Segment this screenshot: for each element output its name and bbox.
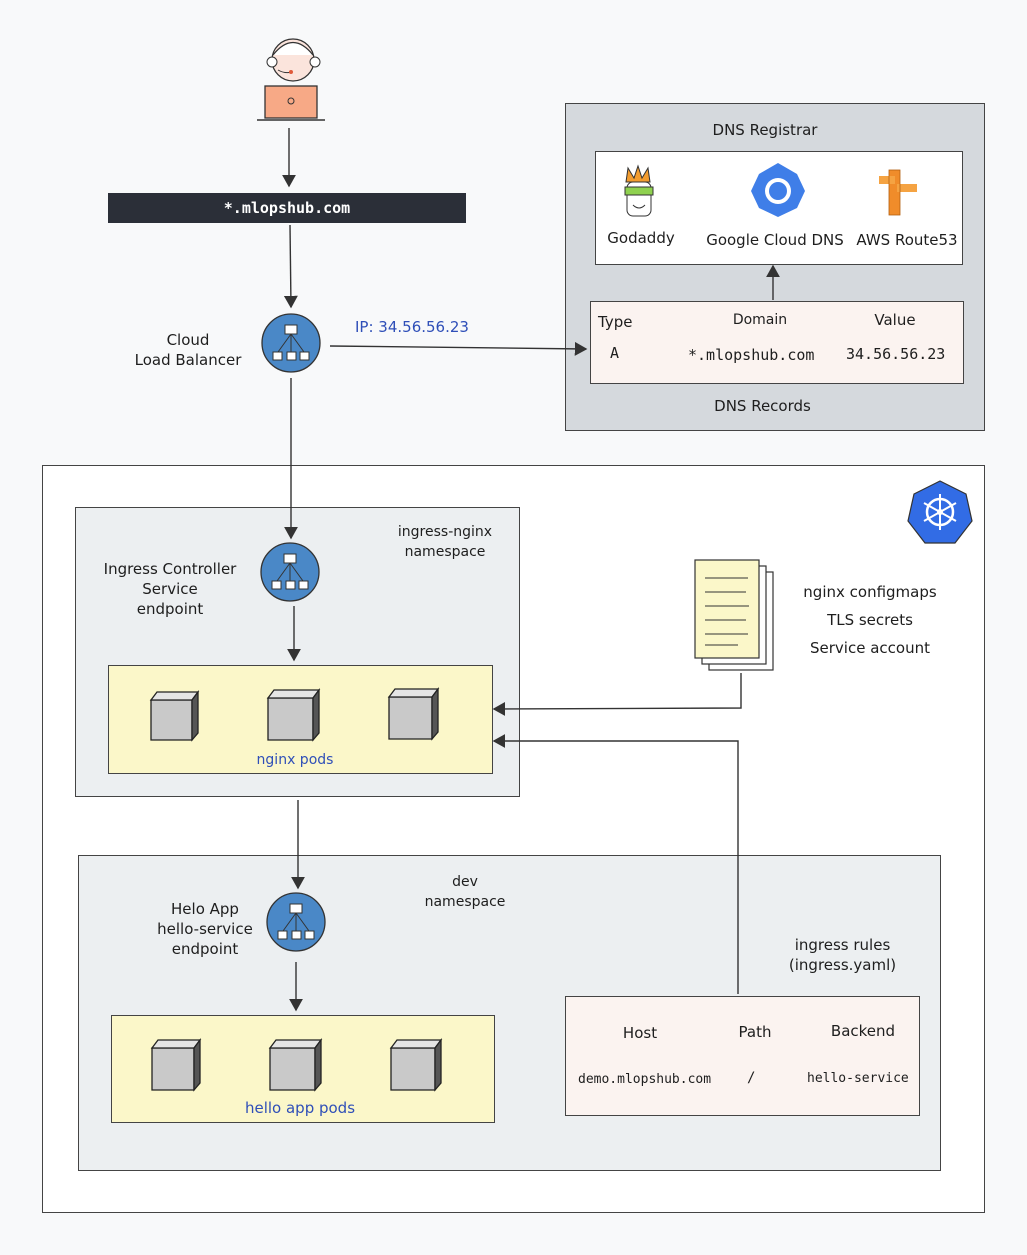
arrow-configs-to-nginx <box>492 673 742 716</box>
aws-route53-logo-icon <box>879 169 917 216</box>
arrow-lb-to-dns-records <box>329 341 588 356</box>
ingress-rules-title-line2: (ingress.yaml) <box>788 956 897 974</box>
rules-cell-host: demo.mlopshub.com <box>578 1072 712 1087</box>
provider-godaddy-label: Godaddy <box>607 229 675 247</box>
config-docs-line1: nginx configmaps <box>803 583 937 601</box>
provider-google-label: Google Cloud DNS <box>706 231 844 249</box>
rules-header-host: Host <box>622 1024 658 1042</box>
dns-registrar-title: DNS Registrar <box>712 121 818 139</box>
ingress-endpoint-line3: endpoint <box>136 600 204 618</box>
user-with-laptop-icon <box>257 38 325 121</box>
hello-pod-3-icon <box>389 1038 443 1092</box>
rules-cell-path: / <box>747 1070 756 1086</box>
records-cell-domain: *.mlopshub.com <box>688 346 815 364</box>
domain-bar-label: *.mlopshub.com <box>223 199 351 217</box>
ingress-rules-title-line1: ingress rules <box>794 936 891 954</box>
records-header-type: Type <box>598 313 633 331</box>
ingress-endpoint-icon <box>260 542 320 602</box>
records-header-domain: Domain <box>732 312 788 328</box>
lb-label-line1: Cloud <box>166 331 210 349</box>
arrow-domain-to-lb <box>283 224 298 309</box>
config-docs-line3: Service account <box>810 639 930 657</box>
kubernetes-logo-icon <box>907 480 973 544</box>
ingress-endpoint-line2: Service <box>142 580 198 598</box>
ingress-namespace-title-line1: ingress-nginx <box>397 524 493 540</box>
hello-endpoint-line2: hello-service <box>157 920 253 938</box>
dev-namespace-title-line2: namespace <box>424 894 506 910</box>
rules-cell-backend: hello-service <box>807 1071 909 1086</box>
hello-endpoint-label: Helo App hello-service endpoint <box>140 899 270 959</box>
dns-records-table <box>590 301 964 384</box>
ingress-namespace-title: ingress-nginx namespace <box>375 522 515 562</box>
domain-bar: *.mlopshub.com <box>108 193 466 223</box>
load-balancer-icon <box>261 313 321 373</box>
rules-header-backend: Backend <box>830 1022 896 1040</box>
config-docs-label: nginx configmaps TLS secrets Service acc… <box>795 578 945 662</box>
hello-pod-1-icon <box>150 1038 202 1092</box>
ingress-rules-table <box>565 996 920 1116</box>
load-balancer-label: Cloud Load Balancer <box>118 330 258 370</box>
nginx-pod-1-icon <box>149 690 200 742</box>
nginx-pod-2-icon <box>266 688 321 742</box>
dev-namespace-title: dev namespace <box>395 872 535 912</box>
nginx-pod-3-icon <box>387 687 440 741</box>
pod-cubes <box>149 687 443 1092</box>
arrow-rules-to-nginx <box>492 734 739 994</box>
records-cell-type: A <box>610 344 620 362</box>
hello-pods-label: hello app pods <box>244 1099 356 1117</box>
lb-ip-label: IP: 34.56.56.23 <box>355 318 469 336</box>
records-cell-value: 34.56.56.23 <box>846 345 946 363</box>
hello-endpoint-line1: Helo App <box>171 900 239 918</box>
records-header-value: Value <box>874 311 916 329</box>
nginx-pods-label: nginx pods <box>256 752 334 768</box>
google-cloud-dns-logo-icon <box>751 163 805 217</box>
ingress-rules-title: ingress rules (ingress.yaml) <box>770 935 915 975</box>
godaddy-logo-icon <box>624 164 654 217</box>
provider-aws-label: AWS Route53 <box>856 231 958 249</box>
hello-pod-2-icon <box>268 1038 323 1092</box>
dns-records-title: DNS Records <box>714 397 811 415</box>
config-documents-icon <box>694 559 774 671</box>
lb-label-line2: Load Balancer <box>134 351 242 369</box>
hello-endpoint-line3: endpoint <box>171 940 239 958</box>
config-docs-line2: TLS secrets <box>827 611 913 629</box>
rules-header-path: Path <box>738 1023 772 1041</box>
hello-endpoint-icon <box>266 892 326 952</box>
ingress-endpoint-label: Ingress Controller Service endpoint <box>90 559 250 619</box>
ingress-endpoint-line1: Ingress Controller <box>103 560 237 578</box>
ingress-namespace-title-line2: namespace <box>404 544 486 560</box>
dev-namespace-title-line1: dev <box>452 874 478 890</box>
